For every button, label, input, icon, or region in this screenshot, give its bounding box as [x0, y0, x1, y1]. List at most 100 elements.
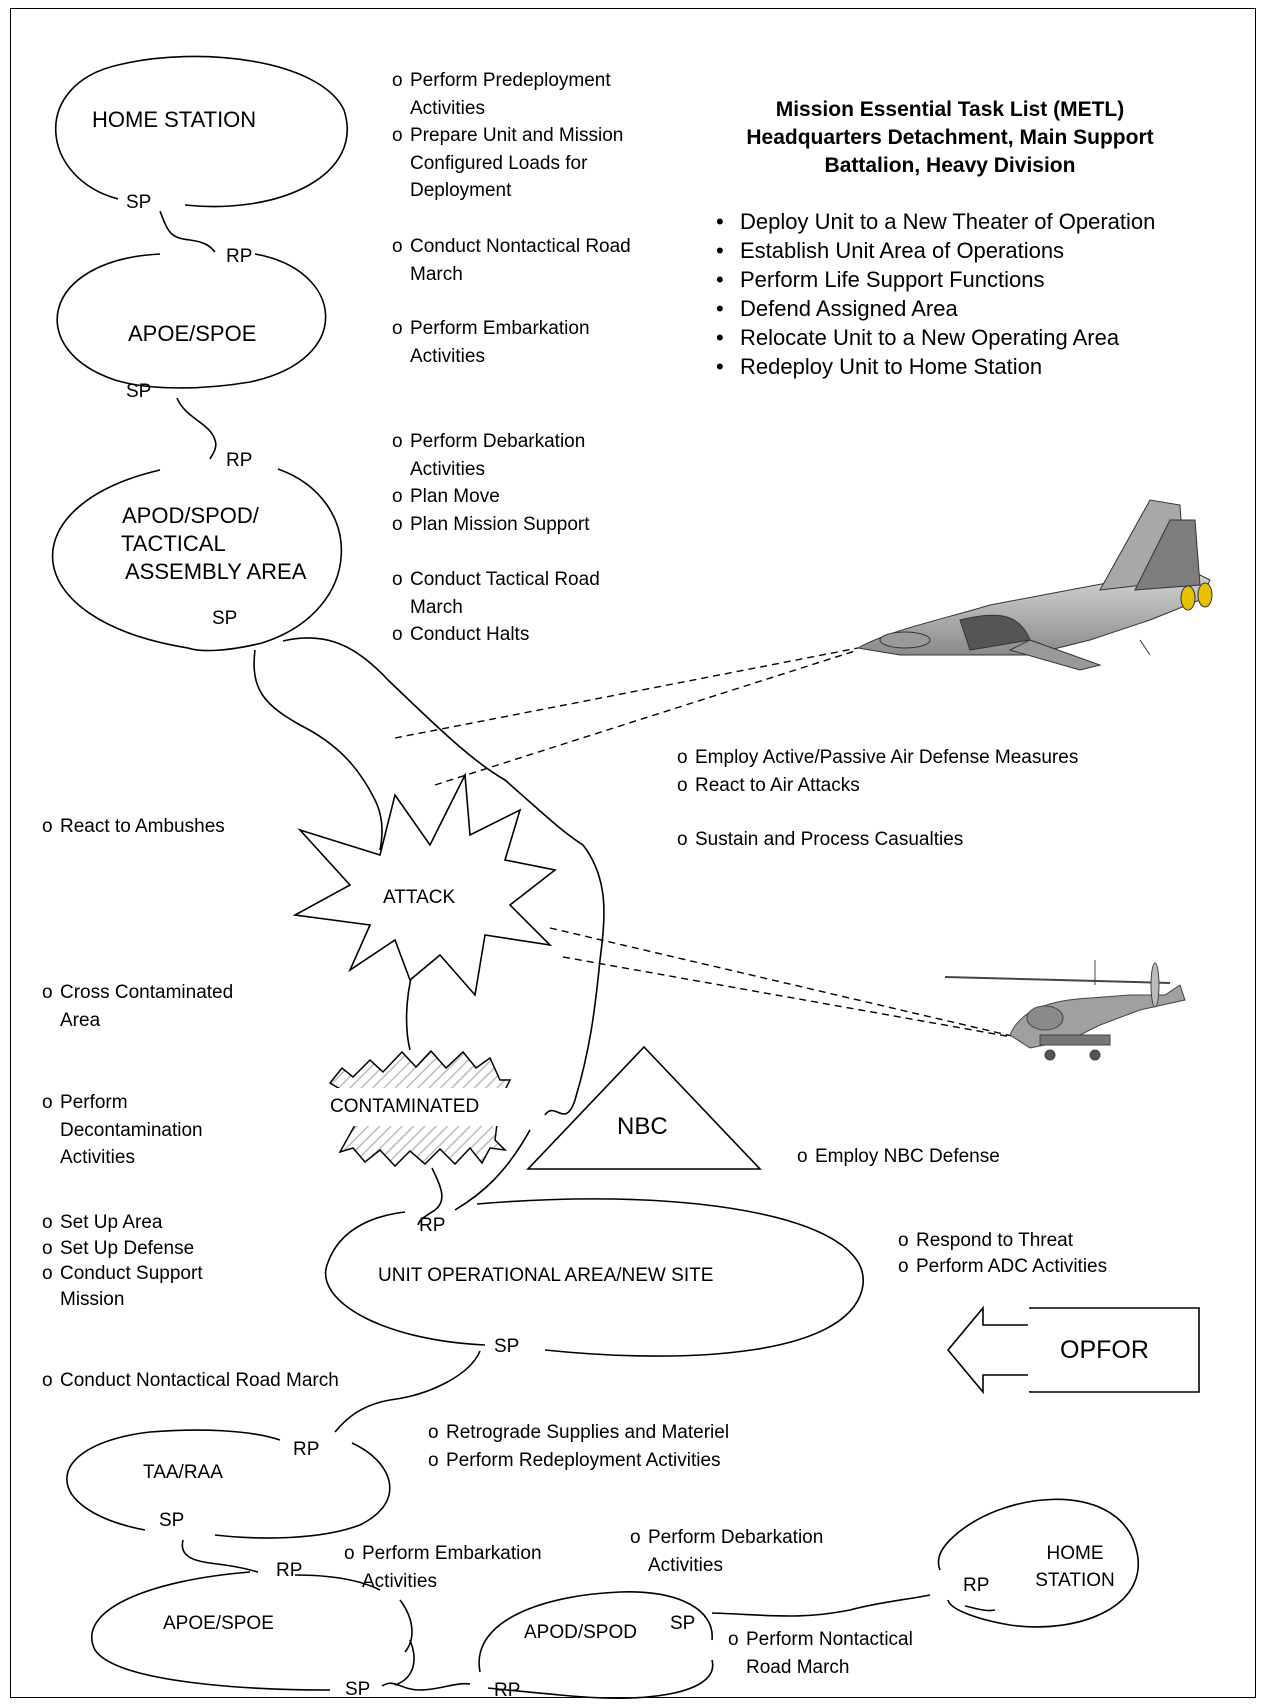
task-conduct-halts: Conduct Halts — [392, 621, 600, 649]
metl-item: Deploy Unit to a New Theater of Operatio… — [712, 207, 1155, 236]
task-line: Activities — [648, 1554, 723, 1576]
helicopter-threat-line-2 — [562, 956, 1013, 1038]
rp-marker-home-bottom: RP — [963, 1575, 990, 1596]
sp-marker-apod: SP — [212, 608, 238, 629]
route-apoe-to-apod-bottom — [381, 1682, 471, 1691]
contaminated-label-box — [330, 1088, 508, 1126]
sp-marker-home-top: SP — [126, 192, 152, 213]
taa-raa-ellipse — [66, 1429, 391, 1539]
rp-marker-apoe-bottom: RP — [276, 1560, 303, 1581]
task-line: Area — [60, 1009, 101, 1031]
task-line: Activities — [410, 458, 485, 480]
task-line: Decontamination — [60, 1119, 203, 1141]
route-home-to-apoe — [159, 210, 216, 253]
opfor-arrow-mask — [1028, 1309, 1031, 1391]
rp-marker-taa: RP — [293, 1439, 320, 1460]
task-line: Perform Nontactical — [746, 1629, 913, 1650]
task-group-air: Employ Active/Passive Air Defense Measur… — [677, 744, 1078, 799]
route-apod-to-home — [711, 1594, 996, 1617]
metl-item: Perform Life Support Functions — [712, 265, 1155, 294]
sp-marker-taa: SP — [159, 1510, 185, 1531]
node-contaminated: CONTAMINATED — [330, 1096, 480, 1117]
metl-title-line-3: Battalion, Heavy Division — [824, 154, 1076, 177]
task-group-unit-area: Set Up Area Set Up Defense Conduct Suppo… — [42, 1210, 203, 1312]
node-nbc: NBC — [617, 1113, 668, 1140]
task-line: Conduct Nontactical Road March — [42, 1367, 339, 1395]
fighter-jet-icon — [856, 499, 1213, 671]
task-adc-activities: Perform ADC Activities — [898, 1254, 1107, 1280]
node-apoe-spoe-bottom: APOE/SPOE — [163, 1613, 274, 1634]
task-air-attacks: React to Air Attacks — [677, 772, 1078, 800]
apod-spod-taa-ellipse — [51, 468, 343, 652]
node-home-station-bottom: HOME STATION — [1020, 1540, 1130, 1594]
route-attack-to-contaminated — [405, 969, 414, 1051]
route-apoe-to-apod — [176, 397, 217, 460]
home-station-top-ellipse — [54, 55, 348, 208]
node-home-station-bottom-line-1: HOME — [1046, 1543, 1104, 1564]
task-line: Deployment — [410, 180, 512, 201]
task-casualties: Sustain and Process Casualties — [677, 826, 963, 854]
task-line: Conduct Tactical Road — [410, 569, 600, 590]
route-corridor-left — [253, 649, 383, 851]
metl-item: Relocate Unit to a New Operating Area — [712, 323, 1155, 352]
task-air-defense: Employ Active/Passive Air Defense Measur… — [677, 744, 1078, 772]
task-line: Activities — [362, 1570, 437, 1592]
helicopter-threat-line-1 — [549, 927, 1013, 1037]
task-line: Prepare Unit and Mission — [410, 125, 624, 146]
task-line: Conduct Support — [60, 1263, 203, 1284]
node-apod-spod-taa-line-2: TACTICAL — [121, 531, 226, 556]
task-line: Conduct Nontactical Road — [410, 236, 631, 257]
metl-title-line-1: Mission Essential Task List (METL) — [775, 98, 1125, 121]
metl-item: Defend Assigned Area — [712, 294, 1155, 323]
unit-operational-area-ellipse — [324, 1198, 865, 1357]
sp-marker-apoe-bottom: SP — [345, 1679, 371, 1700]
metl-title: Mission Essential Task List (METL) Headq… — [690, 96, 1210, 180]
task-line: Sustain and Process Casualties — [677, 826, 963, 854]
task-line: Perform Predeployment — [410, 70, 611, 91]
apoe-spoe-top-ellipse — [56, 253, 327, 389]
route-corridor-inner — [454, 1129, 531, 1211]
attack-starburst — [292, 772, 557, 997]
node-apod-spod-bottom: APOD/SPOD — [524, 1622, 637, 1643]
task-line: Configured Loads for — [410, 152, 588, 174]
metl-list: Deploy Unit to a New Theater of Operatio… — [712, 207, 1155, 381]
rp-marker-apod: RP — [226, 450, 253, 471]
task-line: Activities — [410, 97, 485, 119]
node-opfor: OPFOR — [1060, 1336, 1149, 1364]
task-group-taa: Retrograde Supplies and Materiel Perform… — [428, 1419, 729, 1474]
task-line: Activities — [410, 345, 485, 367]
task-line: Perform Debarkation — [648, 1527, 824, 1548]
route-taa-to-apoe — [181, 1539, 259, 1573]
task-plan-move: Plan Move — [392, 483, 590, 511]
node-apoe-spoe-top: APOE/SPOE — [128, 321, 257, 346]
task-redeployment: Perform Redeployment Activities — [428, 1447, 729, 1475]
task-line: Perform Debarkation — [410, 431, 586, 452]
metl-title-line-2: Headquarters Detachment, Main Support — [746, 126, 1154, 149]
route-corridor-right — [282, 637, 605, 1116]
jet-threat-line-2 — [434, 649, 859, 786]
task-set-up-area: Set Up Area — [42, 1210, 203, 1236]
task-retrograde: Retrograde Supplies and Materiel — [428, 1419, 729, 1447]
task-line: March — [410, 596, 463, 618]
rp-marker-apoe-top: RP — [226, 246, 253, 267]
task-line: Employ NBC Defense — [797, 1143, 1000, 1171]
home-station-bottom-ellipse — [937, 1498, 1139, 1628]
node-apod-spod-taa-line-1: APOD/SPOD/ — [122, 503, 259, 528]
task-line: March — [410, 263, 463, 285]
task-set-up-defense: Set Up Defense — [42, 1236, 203, 1262]
task-respond-threat: Respond to Threat — [898, 1228, 1107, 1254]
nbc-triangle — [526, 1045, 762, 1170]
task-line: Perform Embarkation — [362, 1543, 542, 1564]
route-unit-to-taa — [334, 1350, 481, 1433]
opfor-arrow — [946, 1305, 1200, 1395]
